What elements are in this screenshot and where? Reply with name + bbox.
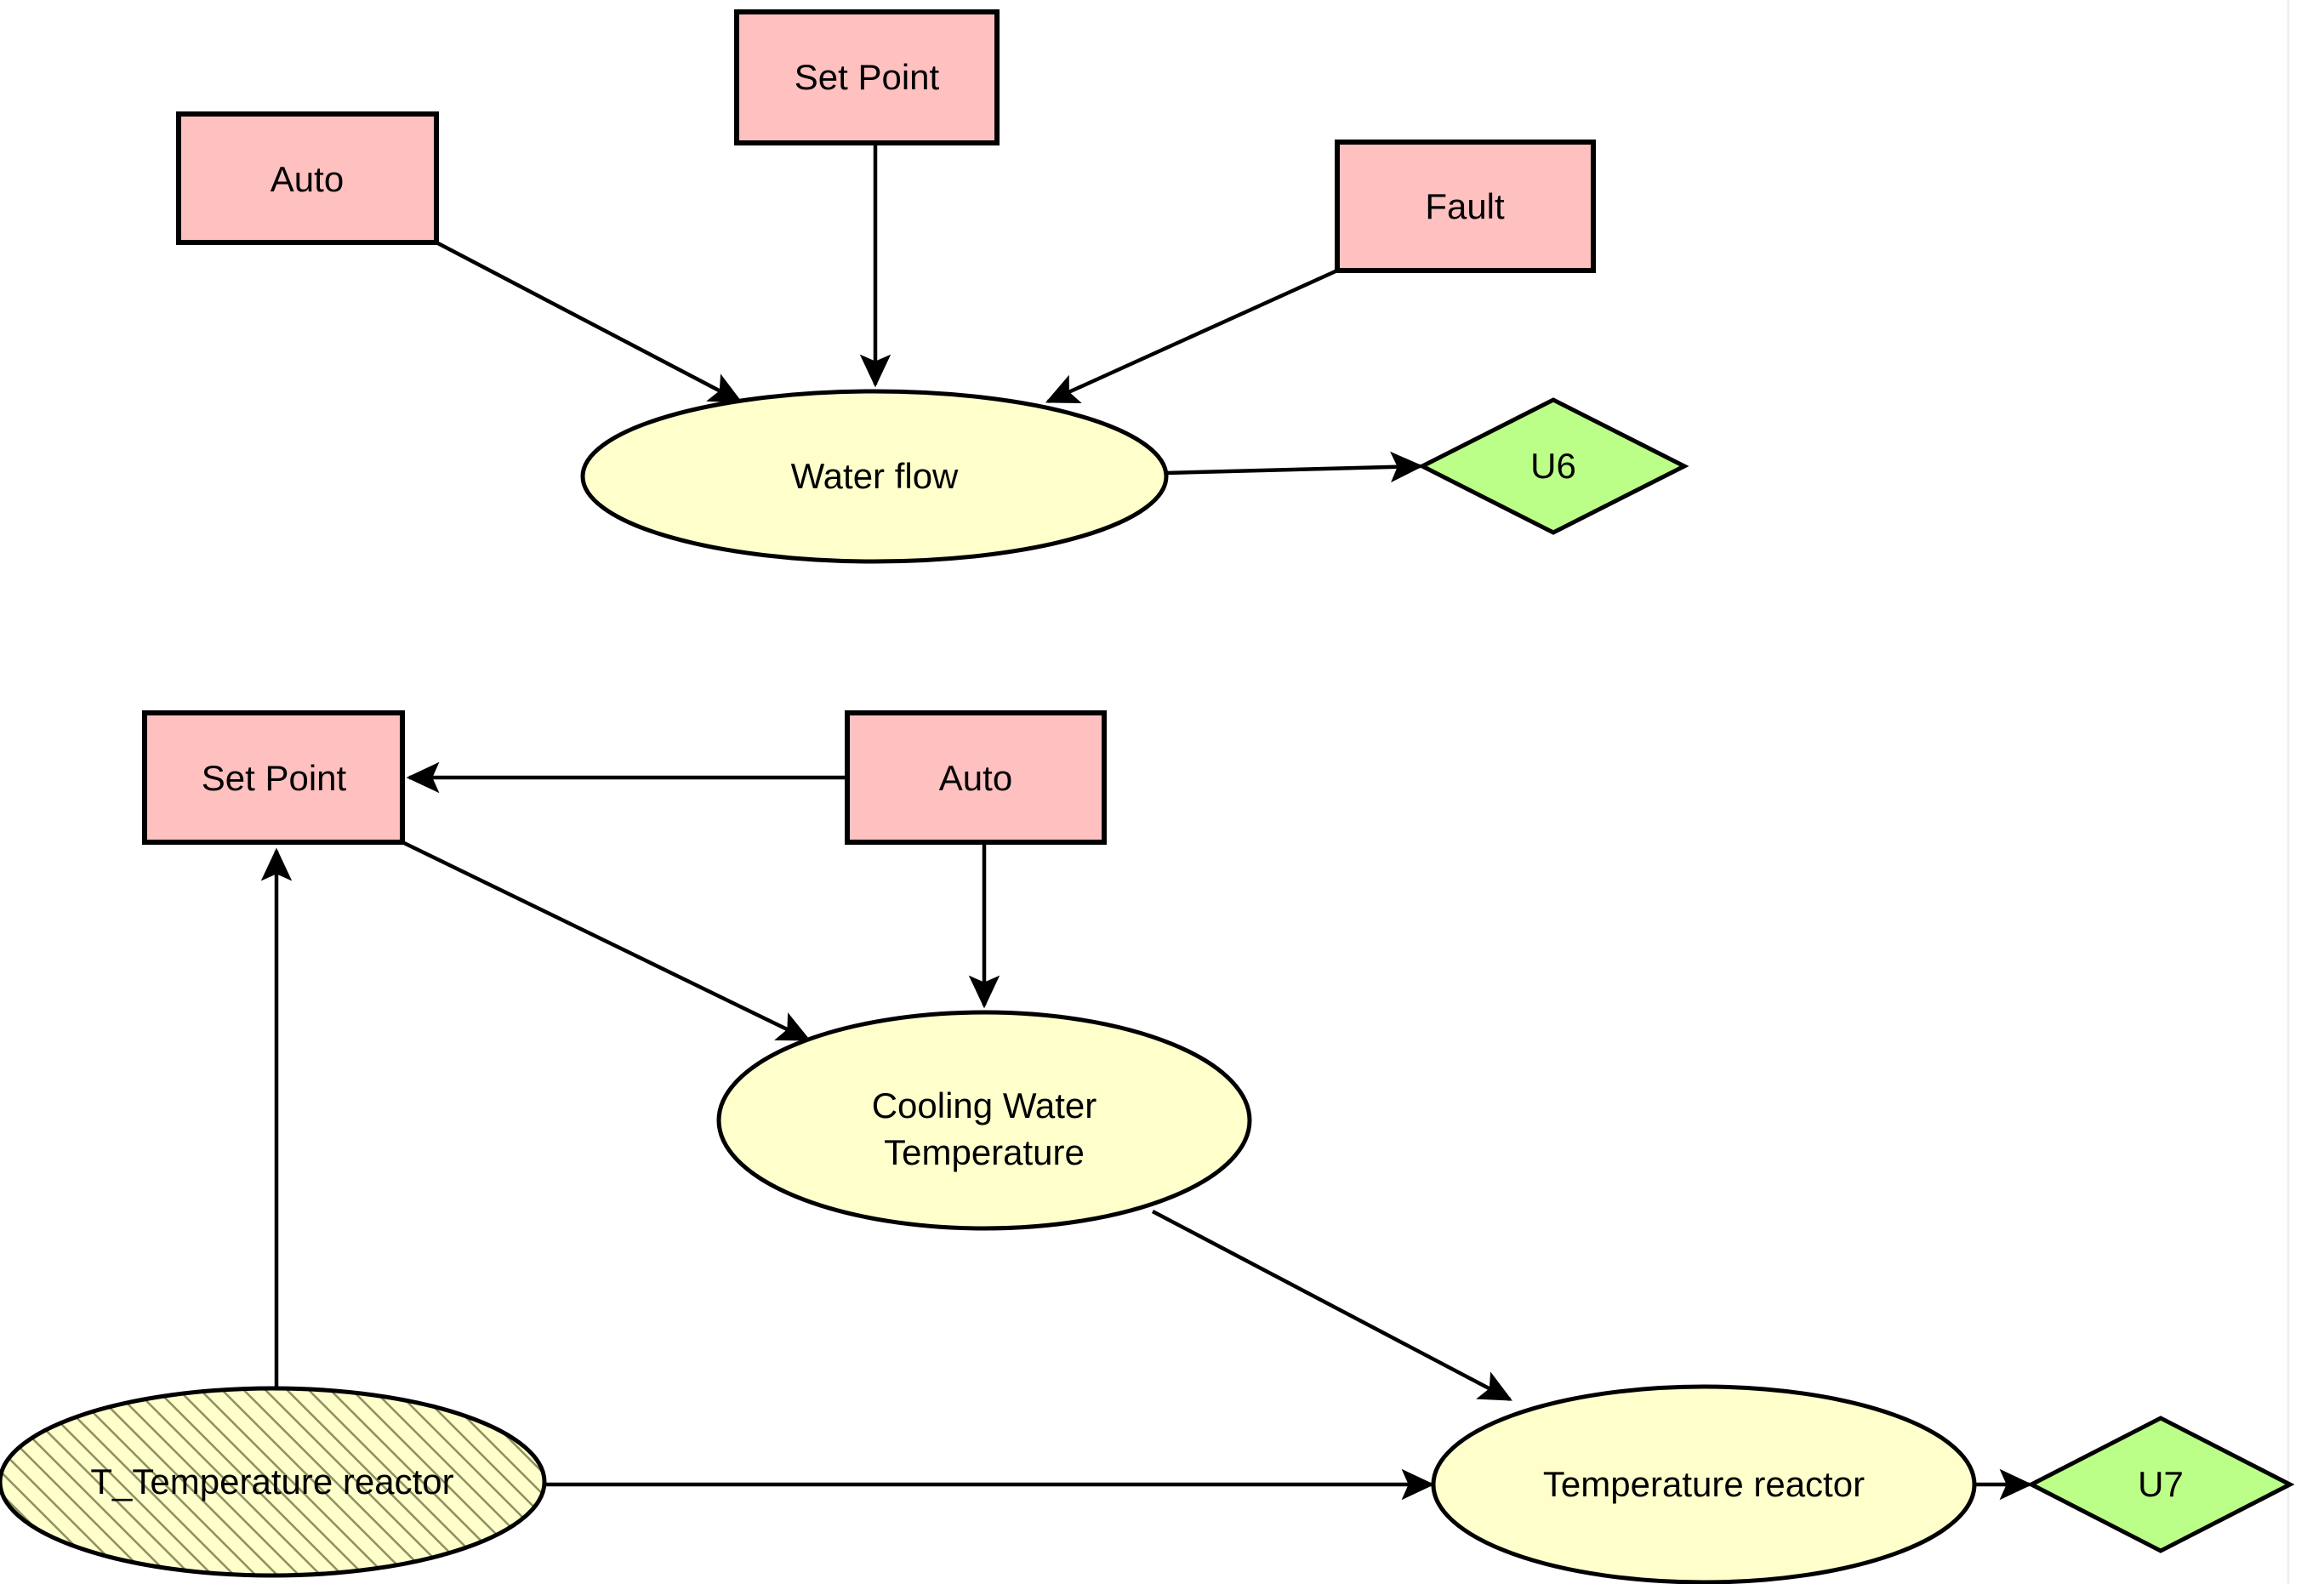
node-setpoint-bottom[interactable]: Set Point xyxy=(142,710,405,845)
temperature-reactor-ellipse[interactable] xyxy=(1431,1384,1977,1584)
node-water-flow[interactable]: Water flow xyxy=(580,389,1169,564)
node-fault-top[interactable]: Fault xyxy=(1335,140,1596,273)
auto-top-box[interactable] xyxy=(176,111,439,245)
edge-fault-top-to-water-flow xyxy=(1045,268,1338,404)
cooling-water-ellipse[interactable] xyxy=(716,1010,1252,1231)
node-cooling-water-temperature[interactable]: Cooling Water Temperature xyxy=(716,1010,1252,1231)
edge-water-flow-to-u6 xyxy=(1165,451,1424,483)
water-flow-ellipse[interactable] xyxy=(580,389,1169,564)
node-auto-top[interactable]: Auto xyxy=(176,111,439,245)
node-temperature-reactor[interactable]: Temperature reactor xyxy=(1431,1384,1977,1584)
node-setpoint-top[interactable]: Set Point xyxy=(734,9,1000,145)
auto-bottom-box[interactable] xyxy=(845,710,1107,845)
edge-auto-top-to-water-flow xyxy=(435,241,743,403)
u7-diamond[interactable] xyxy=(2026,1416,2295,1553)
node-auto-bottom[interactable]: Auto xyxy=(845,710,1107,845)
u6-diamond[interactable] xyxy=(1417,397,1689,535)
edges-temperature-group xyxy=(260,761,2033,1501)
node-t-temperature-reactor[interactable]: T_Temperature reactor xyxy=(0,1386,547,1578)
fault-top-box[interactable] xyxy=(1335,140,1596,273)
setpoint-bottom-box[interactable] xyxy=(142,710,405,845)
edges-water-flow-group xyxy=(435,145,1424,483)
t-temperature-reactor-ellipse[interactable] xyxy=(0,1386,547,1578)
edge-cooling-water-to-temp-reactor xyxy=(1151,1210,1512,1401)
setpoint-top-box[interactable] xyxy=(734,9,1000,145)
edge-setpoint-bottom-to-cooling-water xyxy=(402,840,812,1042)
